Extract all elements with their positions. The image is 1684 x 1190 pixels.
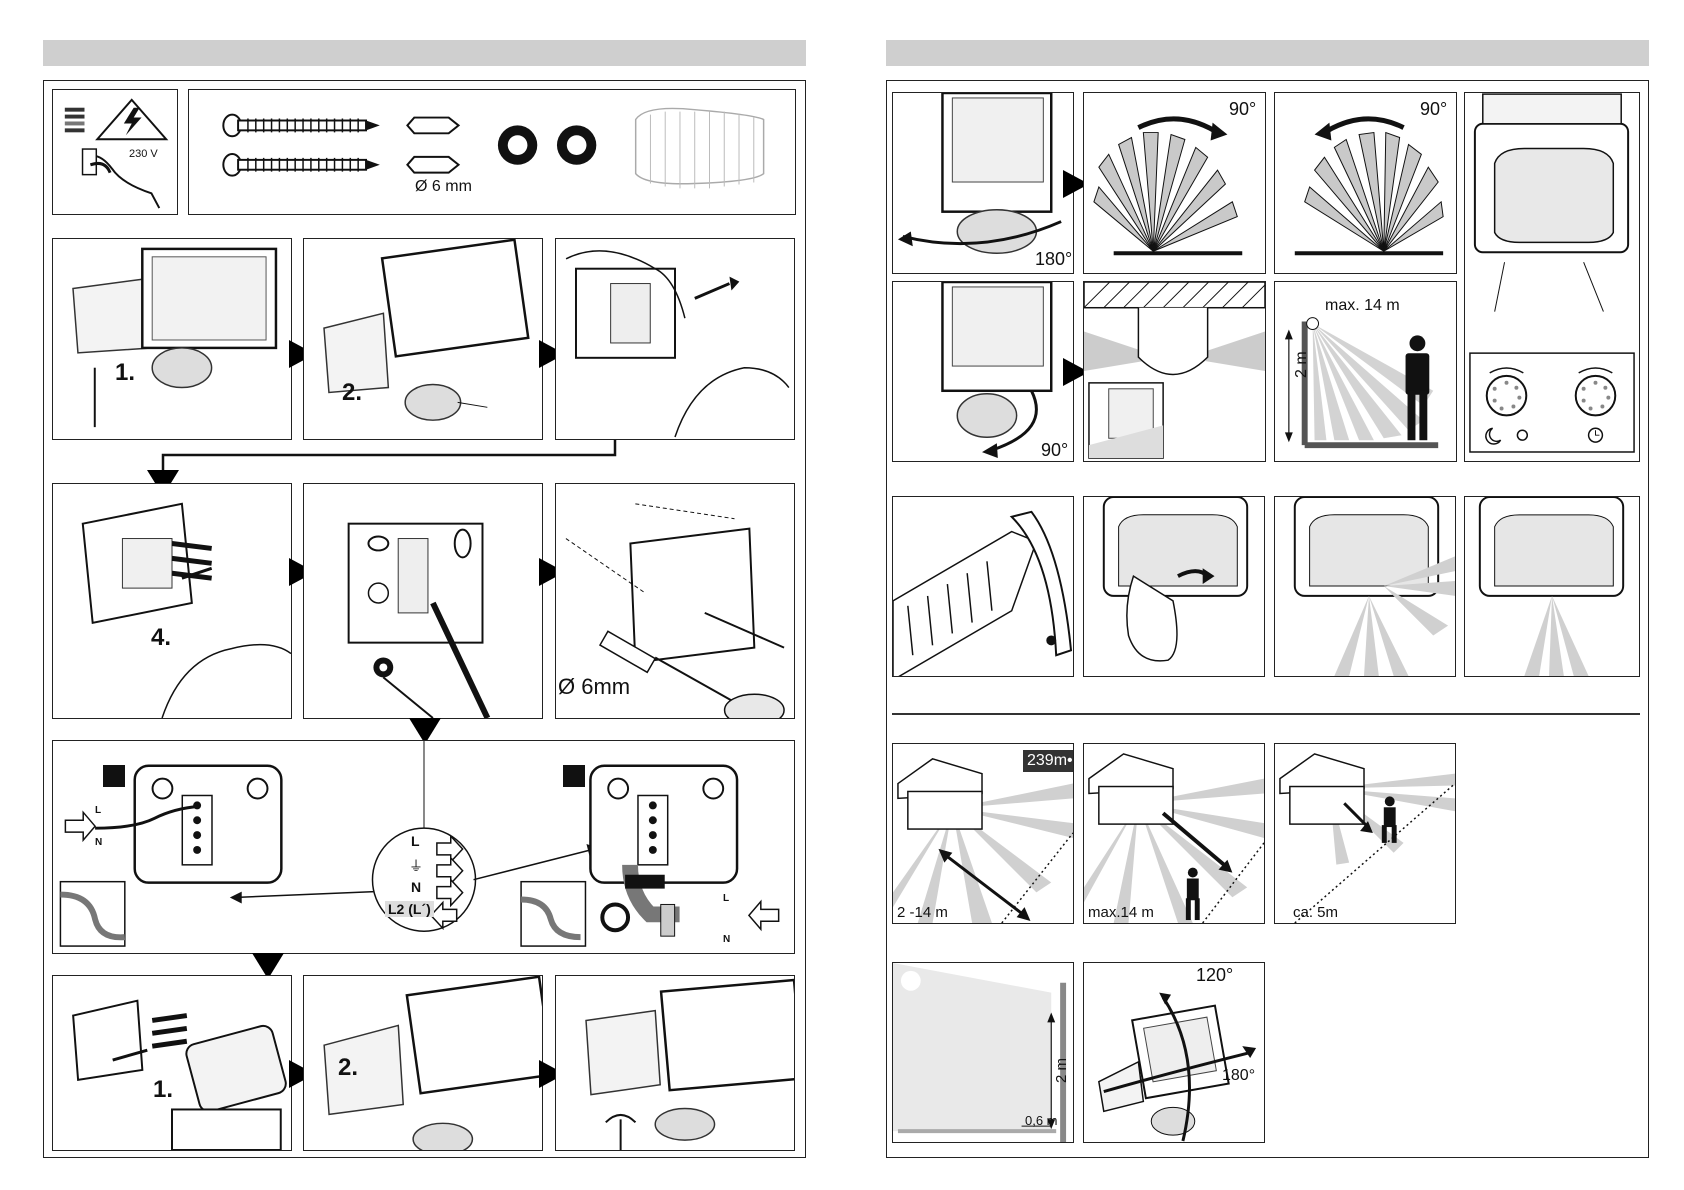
right-input-N: N (723, 934, 730, 945)
lamp-tilt-90-illustration (893, 282, 1073, 461)
walking-person-icon (1186, 868, 1200, 920)
range-max14-label: max.14 m (1088, 904, 1154, 921)
step-panel-pull-terminal (555, 238, 795, 440)
section-separator (892, 713, 1640, 715)
step-panel-drill: Ø 6mm (555, 483, 795, 719)
mask-partial-illustration (1275, 497, 1455, 676)
drill-size-label: Ø 6 mm (415, 178, 472, 196)
panel-wall-height: 2 m 0,6 m (892, 962, 1074, 1143)
terminal-L2-label: L2 (L´) (385, 901, 434, 917)
panel-tilt-90: 90° (892, 281, 1074, 462)
sensor-controls-illustration (1465, 93, 1639, 461)
base-knockout-illustration (304, 484, 542, 718)
left-header-bar (43, 40, 806, 66)
left-input-N: N (95, 837, 102, 848)
screw-icon (223, 115, 379, 137)
panel-apply-mask (1083, 496, 1265, 677)
right-header-bar (886, 40, 1649, 66)
step-panel-remove-cover: 2. (303, 238, 543, 440)
mask-full-illustration (1465, 497, 1639, 676)
panel-range-2-14: 239m• 2 -14 m (892, 743, 1074, 924)
angle-180-label: 180° (1222, 1067, 1255, 1085)
apply-mask-illustration (1084, 497, 1264, 676)
reassemble-step-1-label: 1. (153, 1076, 173, 1104)
range-badge: 239m• (1023, 750, 1074, 772)
voltage-label: 230 V (129, 148, 158, 160)
panel-range-5m: ca. 5m (1274, 743, 1456, 924)
step-panel-terminal-removed: 4. (52, 483, 292, 719)
sealing-strip-icon (636, 108, 764, 188)
lamp-cover-illustration (304, 239, 542, 439)
drill-size-label-2: Ø 6mm (558, 674, 630, 700)
panel-rotate-90-right: 90° (1083, 92, 1266, 274)
step-panel-attach-cover: 2. (303, 975, 543, 1151)
grommet-icon (498, 125, 596, 164)
panel-rotate-90-left: 90° (1274, 92, 1457, 274)
offset-label: 0,6 m (1025, 1113, 1058, 1128)
rotation-90-down-label: 90° (1041, 440, 1068, 461)
panel-sensor-controls (1464, 92, 1640, 462)
right-variant-marker (563, 765, 585, 787)
scissors-mask-illustration (893, 497, 1073, 676)
step-2-label: 2. (342, 379, 362, 407)
terminal-pull-illustration (556, 239, 794, 439)
sun-icon (1517, 430, 1527, 440)
earth-icon: ⏚ (409, 856, 423, 876)
panel-wall-range: max. 14 m 2 m (1274, 281, 1457, 462)
wiring-diagram (53, 741, 794, 953)
safety-warning-panel: 230 V (52, 89, 178, 215)
step-panel-tighten-screw (555, 975, 795, 1151)
lamp-unscrew-illustration (53, 239, 291, 439)
wiring-panel: L N L ⏚ N L2 (L´) L N (52, 740, 795, 954)
terminal-N-label: N (411, 879, 421, 895)
step-4-label: 4. (151, 624, 171, 652)
electric-hazard-icon (53, 90, 177, 214)
angle-120-label: 120° (1196, 965, 1233, 986)
range-2-14-label: 2 -14 m (897, 904, 948, 921)
angle-adjust-illustration (1084, 963, 1264, 1142)
terminal-reinsert-illustration (53, 976, 291, 1150)
panel-ceiling-mount (1083, 281, 1266, 462)
wall-plug-icon (407, 118, 458, 173)
ceiling-mount-illustration (1084, 282, 1265, 461)
panel-range-max14: max.14 m (1083, 743, 1265, 924)
house-detection-person-illustration (1084, 744, 1264, 923)
step-panel-reinsert-terminal: 1. (52, 975, 292, 1151)
max-range-label: max. 14 m (1325, 297, 1400, 315)
height-label: 2 m (1293, 351, 1311, 378)
panel-adjust-angles: 120° 180° (1083, 962, 1265, 1143)
panel-rotate-180: 180° (892, 92, 1074, 274)
rotation-90-right-label: 90° (1229, 99, 1256, 120)
right-input-L: L (723, 893, 729, 904)
rotation-90-left-label: 90° (1420, 99, 1447, 120)
rotation-180-label: 180° (1035, 249, 1072, 270)
person-icon (1406, 335, 1430, 440)
range-5m-label: ca. 5m (1293, 904, 1338, 921)
panel-mask-partial (1274, 496, 1456, 677)
lamp-rotate-180-illustration (893, 93, 1073, 273)
parts-panel: Ø 6 mm (188, 89, 796, 215)
panel-mask-full (1464, 496, 1640, 677)
sensor-sweep-left-illustration (1275, 93, 1456, 273)
terminal-L-label: L (411, 833, 420, 849)
step-panel-unscrew: 1. (52, 238, 292, 440)
terminal-block-illustration (53, 484, 291, 718)
step-1-label: 1. (115, 359, 135, 387)
step-panel-knockout (303, 483, 543, 719)
house-detection-close-illustration (1275, 744, 1455, 923)
screw-tighten-illustration (556, 976, 794, 1150)
height-2m-label: 2 m (1053, 1058, 1070, 1083)
panel-cut-mask (892, 496, 1074, 677)
parts-illustration (189, 90, 795, 214)
sensor-sweep-right-illustration (1084, 93, 1265, 273)
left-input-L: L (95, 805, 101, 816)
reassemble-step-2-label: 2. (338, 1054, 358, 1082)
left-variant-marker (103, 765, 125, 787)
